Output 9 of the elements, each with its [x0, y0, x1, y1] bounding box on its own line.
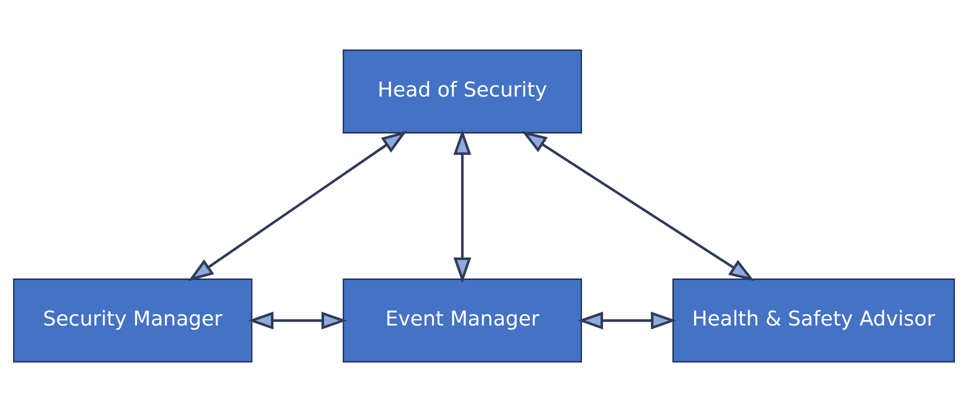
arrow — [248, 312, 347, 330]
node-box: Health & Safety Advisor — [672, 278, 955, 363]
arrow — [188, 130, 407, 282]
arrow — [578, 312, 676, 330]
node-box: Event Manager — [342, 278, 582, 363]
node-box: Head of Security — [342, 49, 582, 134]
arrow — [453, 129, 472, 283]
arrow — [522, 130, 754, 282]
node-box: Security Manager — [13, 278, 252, 363]
